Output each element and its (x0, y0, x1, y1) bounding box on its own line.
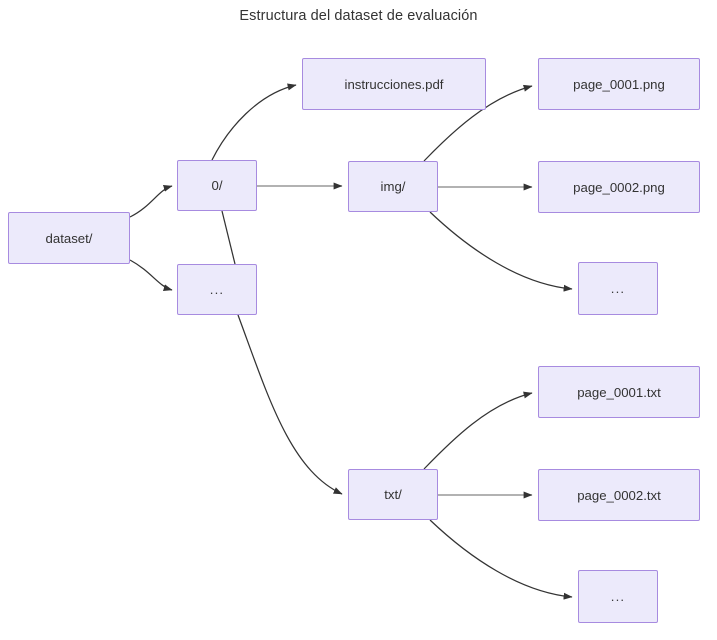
node-dots-left[interactable]: ... (177, 264, 257, 315)
node-label: instrucciones.pdf (344, 76, 444, 92)
node-label: img/ (380, 179, 406, 194)
node-dots-img[interactable]: ... (578, 262, 658, 315)
node-txt-dir[interactable]: txt/ (348, 469, 438, 520)
node-page-0001-txt[interactable]: page_0001.txt (538, 366, 700, 418)
node-label: ... (209, 282, 225, 297)
node-label: dataset/ (45, 230, 93, 246)
node-label: ... (610, 281, 626, 296)
edge-zero-to-dots-left (221, 210, 236, 265)
node-label: page_0001.png (573, 76, 665, 92)
node-instrucciones-pdf[interactable]: instrucciones.pdf (302, 58, 486, 110)
node-dots-txt[interactable]: ... (578, 570, 658, 623)
edge-dataset-to-dots-left (129, 259, 173, 292)
node-page-0002-txt[interactable]: page_0002.txt (538, 469, 700, 521)
node-label: page_0002.txt (577, 487, 661, 503)
node-zero[interactable]: 0/ (177, 160, 257, 211)
node-dataset[interactable]: dataset/ (8, 212, 130, 264)
node-label: page_0002.png (573, 179, 665, 195)
edge-img-to-dots-img (429, 211, 573, 292)
edge-dots-left-to-txt (237, 314, 343, 495)
edge-dataset-to-zero (129, 184, 173, 218)
diagram-title: Estructura del dataset de evaluación (239, 8, 478, 24)
node-page-0001-png[interactable]: page_0001.png (538, 58, 700, 110)
node-label: 0/ (211, 178, 223, 193)
edge-zero-to-instrucciones (211, 83, 297, 161)
node-label: ... (610, 589, 626, 604)
node-label: page_0001.txt (577, 384, 661, 400)
node-label: txt/ (384, 487, 402, 502)
edge-txt-to-txt1 (423, 391, 533, 470)
node-img-dir[interactable]: img/ (348, 161, 438, 212)
node-page-0002-png[interactable]: page_0002.png (538, 161, 700, 213)
edge-txt-to-dots-txt (429, 519, 573, 600)
